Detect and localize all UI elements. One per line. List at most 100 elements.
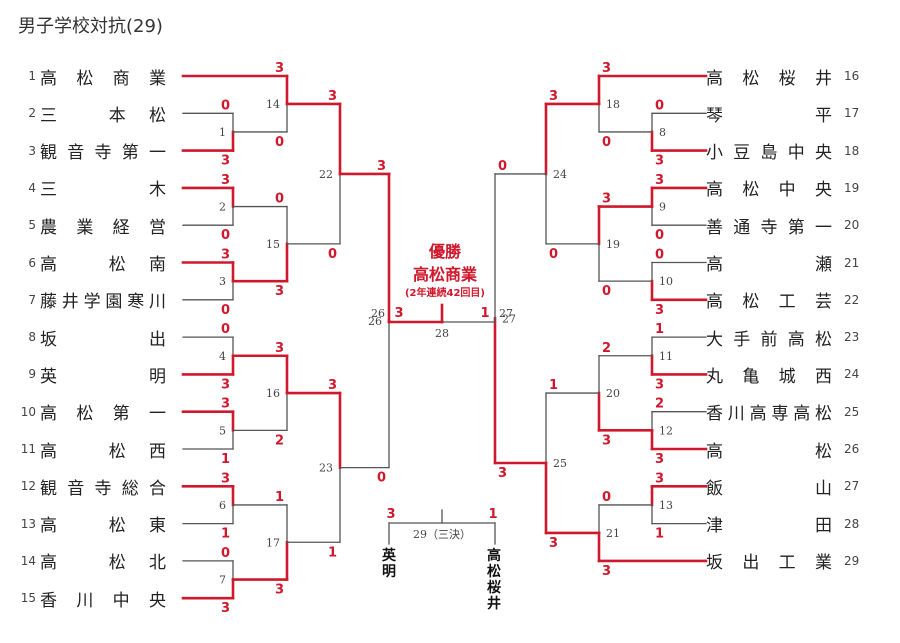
team-number: 29 [844,553,860,568]
score-11-b: 3 [655,377,664,392]
team-number: 17 [844,106,860,121]
team-number: 25 [844,404,860,419]
team-18: 小豆島中央 18 [706,139,866,163]
match-number-26-final: 26 [371,307,385,320]
score-6-b: 1 [221,527,230,542]
team-4: 4 三 木 [14,176,166,200]
score-8-b: 3 [655,154,664,169]
team-number: 5 [28,218,36,233]
match-number-22: 22 [319,168,333,181]
match-number-24: 24 [553,168,567,181]
score-16-b: 2 [275,433,284,448]
match-number-23: 23 [319,462,333,475]
score-11-a: 1 [655,322,664,337]
match-number-12: 12 [659,424,673,437]
match-number-14: 14 [266,98,280,111]
team-number: 13 [20,516,36,531]
score-27-b: 3 [498,466,507,481]
score-20-b: 3 [602,433,611,448]
team-name: 琴 平 [706,105,832,126]
score-29-a: 3 [386,507,395,522]
third-place-right-team: 高松桜井 [487,548,501,612]
team-name: 高松中央 [706,180,832,201]
score-1-a: 0 [221,98,230,113]
score-22-b: 0 [328,247,337,262]
match-number-27-final: 27 [499,307,513,320]
team-number: 18 [844,143,860,158]
team-name: 高松工芸 [706,292,832,313]
match-number-18: 18 [606,98,620,111]
champion-name: 高松商業 [412,265,477,284]
score-10-a: 0 [655,248,664,263]
score-25-a: 1 [549,378,558,393]
match-number-7: 7 [219,574,226,587]
third-place-left-team: 英明 [382,548,396,580]
match-number-11: 11 [659,350,673,363]
team-name: 英 明 [40,366,166,387]
score-9-b: 0 [655,228,664,243]
score-16-a: 3 [275,341,284,356]
score-12-b: 3 [655,452,664,467]
team-number: 7 [28,292,36,307]
team-name: 坂 出 [40,329,166,350]
score-14-a: 3 [275,61,284,76]
score-28-b: 1 [480,306,489,321]
score-15-b: 3 [275,284,284,299]
score-7-b: 3 [221,601,230,616]
score-7-a: 0 [221,546,230,561]
team-17: 琴 平 17 [706,101,866,126]
team-name: 高 瀬 [706,255,832,275]
team-number: 2 [28,106,36,121]
team-number: 15 [20,591,36,606]
match-number-4: 4 [219,350,226,363]
team-number: 16 [844,69,860,83]
team-name: 小豆島中央 [706,143,832,164]
team-number: 28 [844,516,860,531]
score-24-a: 3 [549,89,558,104]
team-name: 三 木 [40,180,166,201]
score-17-a: 1 [275,490,284,505]
team-name: 高松桜井 [706,68,832,89]
team-number: 14 [20,553,36,568]
team-16: 高松桜井 16 [706,64,866,89]
score-29-b: 1 [488,507,497,522]
score-2-a: 3 [221,173,230,188]
team-number: 4 [28,180,36,195]
match-number-26: 26 [368,315,382,328]
team-name: 観音寺総合 [40,478,166,499]
match-number-27: 27 [502,312,516,325]
score-18-a: 3 [602,61,611,76]
score-21-a: 0 [602,490,611,505]
team-name: 高 松南 [40,255,166,275]
score-18-b: 0 [602,135,611,150]
team-number: 27 [844,479,860,494]
team-name: 観音寺第一 [40,143,166,164]
score-3-a: 3 [221,248,230,263]
score-13-b: 1 [655,527,664,542]
score-21-b: 3 [602,564,611,579]
match-number-6: 6 [219,499,226,512]
score-13-a: 3 [655,471,664,486]
score-10-b: 3 [655,303,664,318]
team-name: 高松商業 [40,68,166,89]
team-name: 高 松 [706,441,832,462]
team-name: 飯 山 [706,478,832,499]
team-name: 津 田 [706,516,832,537]
page-title: 男子学校対抗(29) [18,16,163,37]
team-name: 丸亀城西 [706,366,832,387]
score-5-a: 3 [221,397,230,412]
team-name: 大手前高松 [706,329,832,350]
team-number: 21 [844,255,860,270]
score-5-b: 1 [221,452,230,467]
